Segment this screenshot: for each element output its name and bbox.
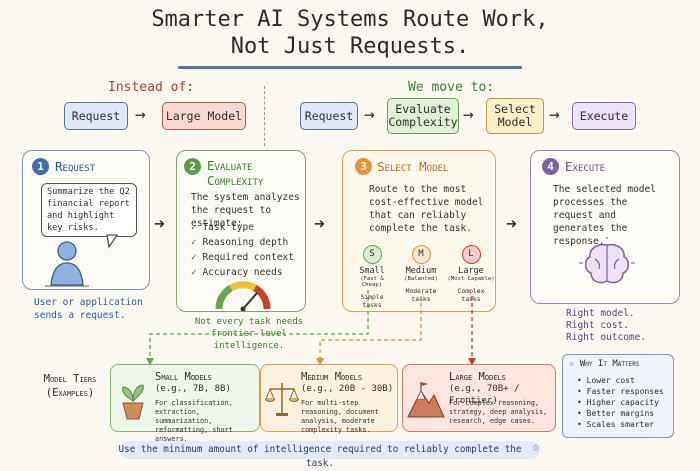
step4-title: Execute — [565, 159, 606, 174]
title-line-1: Smarter AI Systems Route Work, — [151, 7, 549, 32]
step2-caption: Not every task needs frontier-level inte… — [194, 317, 304, 351]
check-icon: ✓ — [191, 222, 203, 233]
tier-large-sizes: (e.g., 70B+ / Frontier) — [449, 384, 520, 406]
plant-icon — [122, 384, 144, 420]
why-item: • Better margins — [577, 409, 655, 418]
arrow-icon: → — [135, 104, 146, 125]
step3-card: 3 Select Model Route to the most cost-ef… — [342, 150, 496, 312]
check-item: ✓ Accuracy needs — [191, 267, 283, 278]
new-request-box: Request — [300, 102, 358, 130]
tiers-label: Model Tiers (Examples) — [43, 373, 97, 399]
star-icon: ☆ — [569, 359, 580, 369]
title-underline — [178, 66, 522, 69]
option-small-sub: (Fast & Cheap) — [360, 276, 384, 288]
option-small: S Small (Fast & Cheap) Simple tasks — [349, 245, 395, 309]
why-item: • Higher capacity — [577, 398, 659, 407]
tier-large: Large Models (e.g., 70B+ / Frontier) For… — [402, 364, 556, 432]
step2-intro: The system analyzes the request to estim… — [191, 192, 300, 229]
option-large-name: Large — [458, 266, 484, 276]
scale-icon — [265, 383, 299, 416]
old-flow-label: Instead of: — [108, 80, 195, 95]
old-large-model-box: Large Model — [162, 102, 246, 130]
check-icon: ✓ — [191, 252, 203, 263]
tier-small-sizes: (e.g., 7B, 8B) — [155, 384, 231, 394]
why-item: • Lower cost — [577, 376, 635, 385]
user-icon — [45, 234, 119, 287]
request-text: Summarize the Q2 financial report and hi… — [47, 187, 130, 233]
arrow-icon: ➜ — [154, 214, 165, 235]
result-cost: Right cost. — [566, 320, 629, 331]
footer-banner — [120, 441, 540, 459]
star-icon: ☆ — [532, 440, 540, 455]
step4-card: 4 Execute The selected model processes t… — [530, 150, 680, 304]
why-item: • Scales smarter — [577, 420, 655, 429]
arrow-icon: ➜ — [314, 214, 325, 235]
why-box: ☆ Why It Matters • Lower cost • Faster r… — [562, 354, 674, 438]
arrow-icon: → — [549, 104, 560, 125]
page-title: Smarter AI Systems Route Work, Not Just … — [0, 6, 700, 60]
step2-card: 2 Evaluate Complexity The system analyze… — [176, 150, 306, 312]
tier-small-text: For classification, extraction, summariz… — [155, 399, 233, 443]
why-title: Why It Matters — [579, 359, 640, 369]
step4-number: 4 — [542, 158, 559, 175]
step3-intro: Route to the most cost-effective model t… — [369, 184, 484, 234]
evaluate-box: Evaluate Complexity — [387, 98, 459, 134]
step1-card: 1 Request Summarize the Q2 financial rep… — [22, 150, 150, 290]
option-large: L Large (Most Capable) Complex tasks — [447, 245, 495, 303]
step1-number: 1 — [32, 158, 49, 175]
tier-medium: Medium Models (e.g., 20B - 30B) For mult… — [260, 364, 398, 434]
option-large-icon: L — [461, 245, 481, 264]
option-medium-sub: (Balanced) — [404, 276, 438, 282]
check-icon: ✓ — [191, 237, 203, 248]
option-small-icon: S — [362, 245, 382, 264]
tier-large-title: Large Models — [449, 371, 506, 383]
option-small-name: Small — [359, 266, 385, 276]
arrow-icon: → — [364, 104, 375, 125]
step3-number: 3 — [355, 158, 372, 175]
step4-results: Right model. Right cost. Right outcome. — [566, 308, 646, 344]
execute-box: Execute — [572, 102, 636, 130]
check-item: ✓ Task type — [191, 222, 254, 233]
why-list: • Lower cost • Faster responses • Higher… — [577, 375, 664, 430]
check-icon: ✓ — [191, 267, 203, 278]
result-model: Right model. — [566, 308, 635, 319]
new-flow-label: We move to: — [408, 80, 495, 95]
option-medium-name: Medium — [405, 266, 437, 276]
option-medium-task: Moderate tasks — [405, 287, 437, 303]
why-title-row: ☆ Why It Matters — [569, 359, 639, 369]
old-request-box: Request — [64, 102, 128, 130]
select-box: Select Model — [486, 98, 544, 134]
step1-title: Request — [55, 159, 96, 174]
step2-number: 2 — [184, 158, 201, 175]
tier-medium-title: Medium Models — [301, 371, 363, 383]
arrow-icon: ➜ — [506, 214, 517, 235]
brain-icon — [579, 237, 635, 284]
option-large-task: Complex tasks — [457, 287, 485, 303]
option-large-sub: (Most Capable) — [447, 276, 495, 282]
step4-text: The selected model processes the request… — [553, 184, 656, 247]
footer-text: Use the minimum amount of intelligence r… — [118, 444, 522, 469]
mountain-icon — [407, 382, 445, 418]
step2-title: Evaluate Complexity — [207, 158, 264, 188]
check-item: ✓ Reasoning depth — [191, 237, 289, 248]
step1-caption: User or application sends a request. — [34, 297, 143, 321]
tier-medium-text: For multi-step reasoning, document analy… — [301, 399, 379, 434]
title-line-2: Not Just Requests. — [230, 34, 470, 59]
step3-title: Select Model — [377, 159, 449, 174]
option-small-task: Simple tasks — [360, 293, 384, 309]
tier-small: Small Models (e.g., 7B, 8B) For classifi… — [110, 364, 260, 443]
option-medium-icon: M — [411, 245, 431, 264]
why-item: • Faster responses — [577, 387, 664, 396]
option-medium: M Medium (Balanced) Moderate tasks — [397, 245, 445, 303]
check-item: ✓ Required context — [191, 252, 294, 263]
speech-bubble: Summarize the Q2 financial report and hi… — [41, 183, 137, 237]
divider — [264, 86, 265, 146]
result-outcome: Right outcome. — [566, 332, 647, 343]
gauge-icon — [215, 281, 271, 311]
tier-large-text: For complex reasoning, strategy, deep an… — [449, 399, 548, 425]
tier-small-title: Small Models — [155, 371, 212, 383]
tier-medium-sizes: (e.g., 20B - 30B) — [301, 384, 394, 394]
arrow-icon: → — [463, 104, 474, 125]
